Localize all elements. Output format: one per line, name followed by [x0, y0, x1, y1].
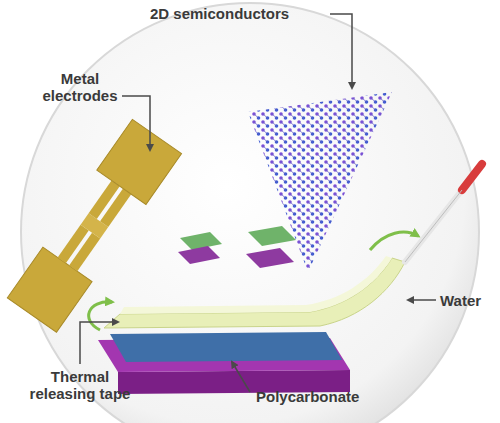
metal-electrodes	[7, 119, 181, 332]
tape-highlight	[120, 256, 392, 314]
part-label: Water	[440, 292, 481, 309]
peel-arrow	[89, 302, 112, 330]
polycarbonate-layer	[110, 332, 342, 362]
peel-arrow	[370, 232, 418, 250]
thermal-tape	[104, 258, 405, 328]
leader-line	[122, 96, 150, 150]
pipette	[405, 164, 482, 262]
flake	[248, 226, 296, 246]
part-label: Metal electrodes	[40, 70, 120, 104]
flake	[178, 246, 220, 264]
leader-line	[408, 299, 436, 301]
flake	[180, 232, 222, 250]
lattice-triangle	[248, 92, 392, 272]
sphere	[21, 3, 479, 423]
flake	[246, 248, 294, 268]
part-label: Polycarbonate	[256, 388, 359, 405]
part-label: 2D semiconductors	[150, 5, 289, 22]
leader-line	[232, 362, 250, 392]
part-label: Thermal releasing tape	[20, 368, 140, 402]
leader-line	[330, 14, 352, 88]
leader-line	[80, 322, 118, 364]
